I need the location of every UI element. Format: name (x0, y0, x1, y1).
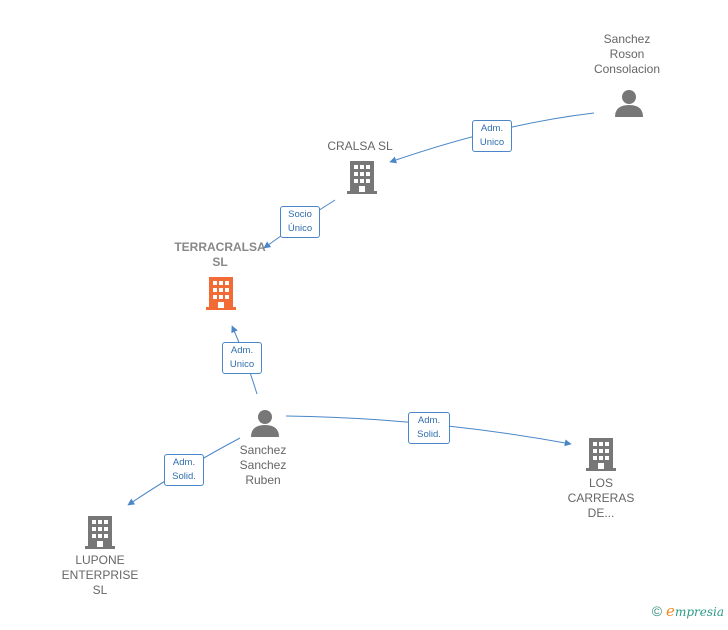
edge-label-ruben-carreras: Adm. Solid. (408, 412, 450, 444)
person-icon[interactable] (614, 88, 644, 123)
copyright-icon: © (651, 603, 663, 619)
node-label-terracralsa[interactable]: TERRACRALSA SL (174, 240, 266, 269)
building-icon[interactable] (346, 159, 378, 200)
node-label-los-carreras[interactable]: LOS CARRERAS DE... (567, 476, 635, 520)
edge-label-roson-cralsa: Adm. Unico (472, 120, 512, 152)
node-label-lupone[interactable]: LUPONE ENTERPRISE SL (61, 553, 139, 597)
empresia-logo[interactable]: © empresia (652, 602, 724, 620)
building-icon[interactable] (84, 514, 116, 555)
edge-label-ruben-lupone: Adm. Solid. (164, 454, 204, 486)
building-icon[interactable] (205, 275, 237, 316)
building-icon[interactable] (585, 436, 617, 477)
edge-label-ruben-terracralsa: Adm. Unico (222, 342, 262, 374)
brand-name: empresia (666, 602, 724, 620)
edge-label-cralsa-terracralsa: Socio Único (280, 206, 320, 238)
person-icon[interactable] (250, 408, 280, 443)
node-label-sanchez-roson[interactable]: Sanchez Roson Consolacion (593, 32, 661, 76)
node-label-cralsa[interactable]: CRALSA SL (327, 139, 393, 153)
node-label-sanchez-ruben[interactable]: Sanchez Sanchez Ruben (239, 443, 287, 487)
